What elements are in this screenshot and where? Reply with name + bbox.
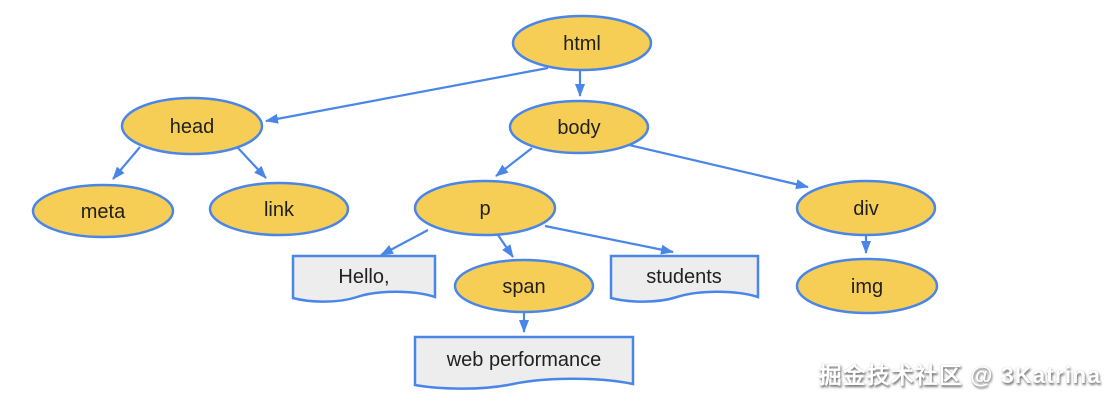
edges [112, 66, 871, 333]
node-p-label: p [479, 198, 490, 220]
node-span-shape [453, 258, 595, 314]
node-body-shape [508, 99, 650, 155]
node-body: body [508, 99, 650, 155]
edge-p-span [497, 234, 514, 258]
textnode-students: students [609, 254, 760, 303]
edge-p-hello [380, 229, 429, 256]
textnode-web-performance: web performance [413, 335, 635, 390]
node-link-shape [208, 181, 350, 237]
node-img-shape [795, 257, 939, 315]
edge-p-students [544, 224, 674, 255]
edge-html-head [265, 66, 549, 124]
node-p-shape [413, 179, 557, 237]
textnode-web-performance-shape [413, 335, 635, 390]
node-meta: meta [31, 183, 175, 239]
node-div-shape [795, 179, 937, 237]
textnode-students-shape [609, 254, 760, 303]
node-img-label: img [851, 276, 883, 298]
watermark: 掘金技术社区 @ 3Katrina [818, 362, 1101, 388]
node-head-shape [120, 96, 264, 156]
textnode-hello-label: Hello, [338, 266, 389, 288]
textnode-web-performance-label: web performance [446, 349, 602, 371]
textnode-students-label: students [646, 266, 722, 288]
node-body-label: body [557, 117, 600, 139]
node-span-label: span [502, 276, 545, 298]
node-img: img [795, 257, 939, 315]
node-head-label: head [170, 116, 215, 138]
node-head: head [120, 96, 264, 156]
edge-body-div [624, 142, 809, 190]
node-html-shape [511, 14, 653, 72]
node-div-label: div [853, 198, 879, 220]
edge-head-meta [112, 146, 141, 180]
node-meta-shape [31, 183, 175, 239]
node-link: link [208, 181, 350, 237]
textnode-hello: Hello, [291, 254, 437, 303]
textnode-hello-shape [291, 254, 437, 303]
edge-body-p [495, 147, 533, 177]
node-div: div [795, 179, 937, 237]
node-link-label: link [264, 199, 295, 221]
node-meta-label: meta [81, 201, 126, 223]
node-p: p [413, 179, 557, 237]
edge-head-link [237, 147, 267, 179]
node-span: span [453, 258, 595, 314]
node-html: html [511, 14, 653, 72]
node-html-label: html [563, 33, 601, 55]
